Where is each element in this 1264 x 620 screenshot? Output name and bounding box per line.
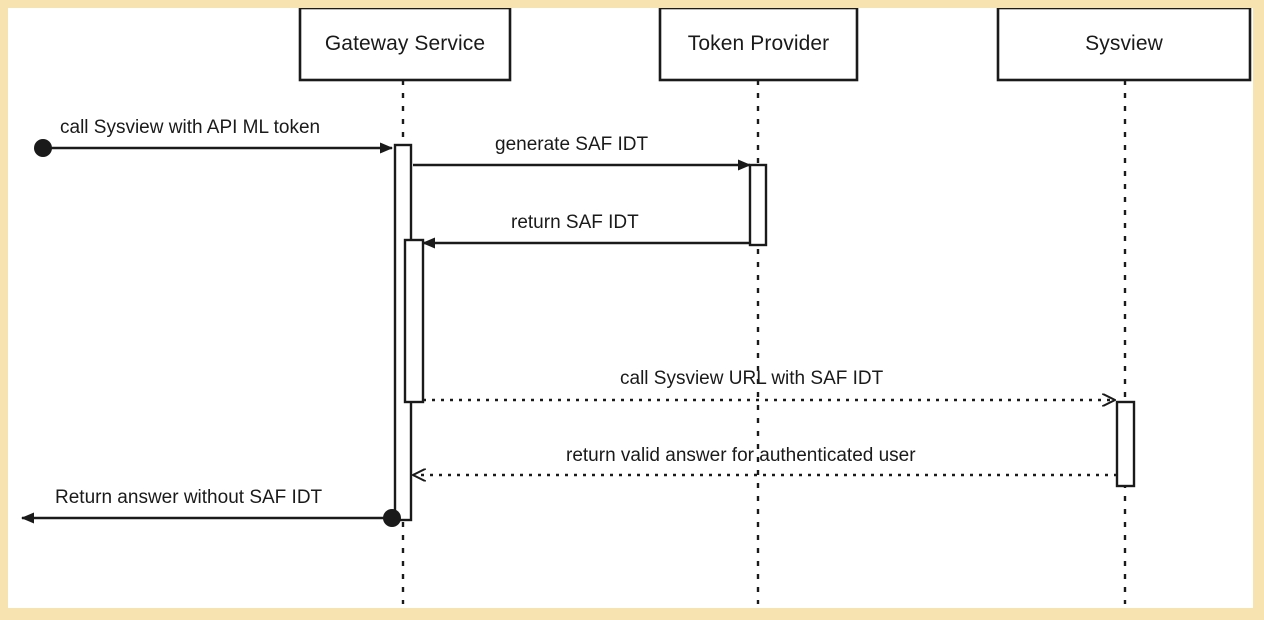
participant-box-token-provider bbox=[658, 6, 859, 82]
message-label-return-valid-answer: return valid answer for authenticated us… bbox=[566, 445, 916, 466]
message-arrows bbox=[21, 142, 1117, 524]
message-label-call-sysview-url-with-saf-idt: call Sysview URL with SAF IDT bbox=[620, 368, 884, 389]
start-dot-marker bbox=[34, 139, 52, 157]
message-label-generate-saf-idt: generate SAF IDT bbox=[495, 134, 649, 155]
message-label-return-answer-without-saf-idt: Return answer without SAF IDT bbox=[55, 487, 323, 508]
participant-boxes bbox=[298, 6, 1252, 82]
message-label-return-saf-idt: return SAF IDT bbox=[511, 212, 639, 233]
activation-gateway-inner bbox=[403, 238, 425, 404]
participant-label-sysview: Sysview bbox=[1085, 32, 1163, 55]
activation-sysview bbox=[1115, 400, 1136, 488]
participant-label-token-provider: Token Provider bbox=[687, 32, 830, 55]
lifelines bbox=[401, 80, 1127, 604]
participant-box-gateway bbox=[298, 6, 512, 82]
message-label-call-sysview-with-apiml-token: call Sysview with API ML token bbox=[60, 117, 321, 138]
activation-bars bbox=[393, 143, 1136, 522]
end-dot-marker bbox=[383, 509, 401, 527]
endpoint-markers bbox=[34, 139, 401, 527]
participant-label-gateway: Gateway Service bbox=[324, 32, 486, 55]
participant-box-sysview bbox=[996, 6, 1252, 82]
activation-token-provider bbox=[748, 163, 768, 247]
